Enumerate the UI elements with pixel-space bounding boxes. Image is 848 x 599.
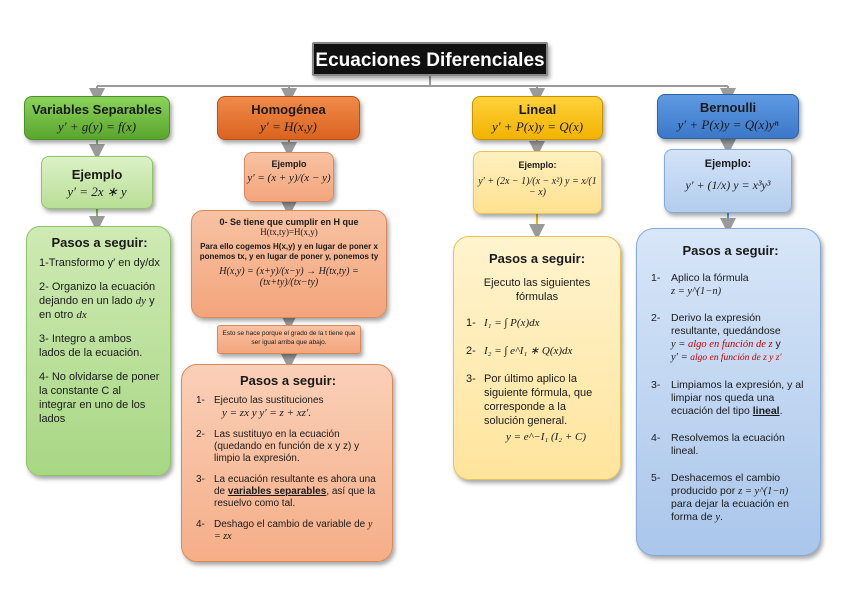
homogenea-condition-line-3: Para ello cogemos H(x,y) y en lugar de p… xyxy=(199,242,379,261)
homogenea-example: Ejemplo y′ = (x + y)/(x − y) xyxy=(244,152,334,202)
bernoulli-step-4: 4- Resolvemos la ecuación lineal. xyxy=(651,432,785,457)
separables-step-3: 3- Integro a ambos lados de la ecuación. xyxy=(39,333,143,359)
lineal-example: Ejemplo: y′ + (2x − 1)/(x − x²) y = x/(1… xyxy=(473,151,602,214)
bernoulli-header: Bernoulli y′ + P(x)y = Q(x)yⁿ xyxy=(657,94,799,139)
diagram-title: Ecuaciones Diferenciales xyxy=(312,42,548,76)
lineal-example-label: Ejemplo: xyxy=(518,160,557,170)
homogenea-example-label: Ejemplo xyxy=(271,159,307,169)
homogenea-step-4: 4- Deshago el cambio de variable de y = … xyxy=(196,519,373,542)
homogenea-header: Homogénea y′ = H(x,y) xyxy=(217,96,360,140)
homogenea-note: Esto se hace porque el grado de la t tie… xyxy=(217,325,361,354)
separables-title: Variables Separables xyxy=(31,102,163,117)
lineal-intro: Ejecuto las siguientes fórmulas xyxy=(483,277,591,303)
lineal-step-3: 3- Por último aplico la siguiente fórmul… xyxy=(466,373,593,443)
lineal-equation: y′ + P(x)y = Q(x) xyxy=(491,119,584,134)
lineal-header: Lineal y′ + P(x)y = Q(x) xyxy=(472,96,603,140)
separables-example-equation: y′ = 2x ∗ y xyxy=(67,184,127,199)
separables-step-2: 2- Organizo la ecuación dejando en un la… xyxy=(39,281,156,321)
homogenea-condition: 0- Se tiene que cumplir en H que H(tx,ty… xyxy=(191,210,387,318)
bernoulli-steps-title: Pasos a seguir: xyxy=(682,243,779,258)
homogenea-steps: Pasos a seguir: 1- Ejecuto las sustituci… xyxy=(181,364,393,562)
separables-step-4: 4- No olvidarse de poner la constante C … xyxy=(39,371,160,425)
bernoulli-step-5: 5- Deshacemos el cambio producido por z … xyxy=(651,472,789,523)
bernoulli-equation: y′ + P(x)y = Q(x)yⁿ xyxy=(677,117,779,132)
homogenea-note-text: Esto se hace porque el grado de la t tie… xyxy=(222,330,356,346)
lineal-title: Lineal xyxy=(518,102,557,117)
homogenea-condition-formula: H(x,y) = (x+y)/(x−y) → H(tx,ty) = (tx+ty… xyxy=(219,266,359,288)
separables-steps-title: Pasos a seguir: xyxy=(51,235,148,250)
bernoulli-example: Ejemplo: y′ + (1/x) y = x³y³ xyxy=(664,149,792,213)
lineal-example-equation: y′ + (2x − 1)/(x − x²) y = x/(1 − x) xyxy=(478,176,597,198)
homogenea-equation: y′ = H(x,y) xyxy=(260,119,317,134)
separables-example-label: Ejemplo xyxy=(71,167,123,182)
bernoulli-step-3: 3- Limpiamos la expresión, y al limpiar … xyxy=(651,379,804,417)
lineal-steps: Pasos a seguir: Ejecuto las siguientes f… xyxy=(453,236,621,480)
bernoulli-example-label: Ejemplo: xyxy=(704,158,752,170)
lineal-steps-title: Pasos a seguir: xyxy=(488,251,586,266)
bernoulli-example-equation: y′ + (1/x) y = x³y³ xyxy=(685,178,771,192)
homogenea-step-3: 3- La ecuación resultante es ahora una d… xyxy=(196,474,376,509)
separables-header: Variables Separables y′ + g(y) = f(x) xyxy=(24,96,170,140)
homogenea-condition-line-2: H(tx,ty)=H(x,y) xyxy=(260,227,318,237)
homogenea-example-equation: y′ = (x + y)/(x − y) xyxy=(247,172,331,184)
separables-equation: y′ + g(y) = f(x) xyxy=(57,119,137,134)
lineal-step-2: 2- I₂ = ∫ e^I₁ ∗ Q(x)dx xyxy=(466,345,573,357)
bernoulli-title: Bernoulli xyxy=(699,100,757,115)
separables-step-1: 1-Transformo y′ en dy/dx xyxy=(39,257,160,269)
homogenea-steps-title: Pasos a seguir: xyxy=(239,373,337,388)
bernoulli-step-2: 2- Derivo la expresión resultante, quedá… xyxy=(651,312,782,363)
lineal-step-1: 1- I₁ = ∫ P(x)dx xyxy=(466,317,540,329)
homogenea-step-2: 2- Las sustituyo en la ecuación (quedand… xyxy=(196,429,360,464)
homogenea-title: Homogénea xyxy=(251,102,326,117)
homogenea-condition-line-1: 0- Se tiene que cumplir en H que xyxy=(219,217,359,227)
separables-steps: Pasos a seguir: 1-Transformo y′ en dy/dx… xyxy=(26,226,171,476)
separables-example: Ejemplo y′ = 2x ∗ y xyxy=(41,156,153,209)
